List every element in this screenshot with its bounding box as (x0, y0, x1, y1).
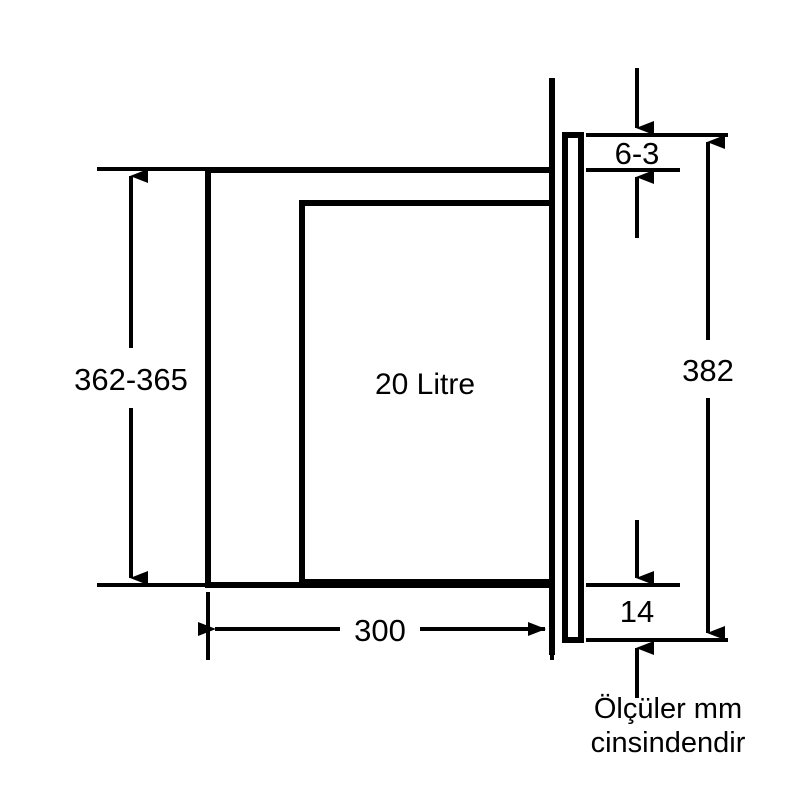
dimension-label-362-365: 362-365 (74, 362, 188, 397)
cavity-capacity-label: 20 Litre (375, 368, 475, 401)
door-front-panel (562, 132, 584, 643)
dimension-height-niche: 362-365 (74, 167, 205, 587)
dimension-front-panel-height: 382 (682, 133, 734, 642)
oven-cavity-outline (299, 200, 552, 585)
dimension-label-6-3: 6-3 (615, 136, 660, 171)
units-note: Ölçüler mm cinsindendir (591, 664, 746, 759)
dimension-front-bottom-offset: 14 (586, 520, 690, 698)
dimension-label-300: 300 (354, 613, 406, 648)
dimension-label-382: 382 (682, 353, 734, 388)
units-note-line-2: cinsindendir (591, 727, 746, 759)
dimension-label-14: 14 (620, 594, 654, 629)
dimension-depth-body: 300 (198, 592, 554, 660)
units-note-line-1: Ölçüler mm (594, 693, 742, 725)
dimension-front-top-offset: 6-3 (586, 68, 690, 238)
appliance-outline (205, 78, 584, 655)
